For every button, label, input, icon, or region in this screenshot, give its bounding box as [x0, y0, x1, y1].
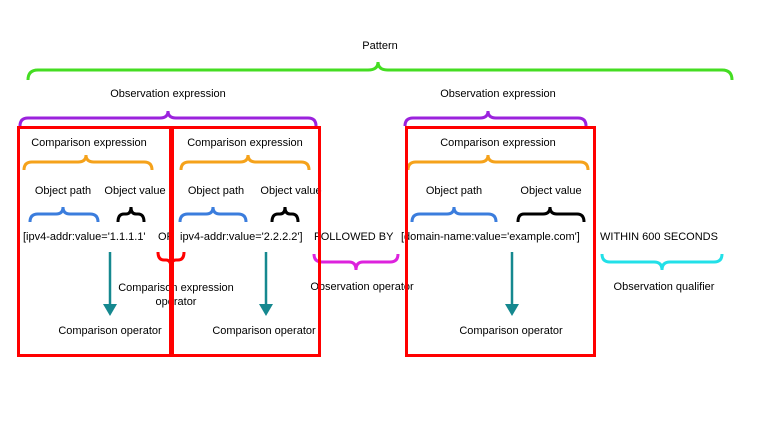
object-value-label-2: Object value	[260, 185, 322, 197]
comparison-operator-label-1: Comparison operator	[58, 325, 162, 337]
object-value-brace-3	[516, 206, 586, 223]
observation-operator-label: Observation operator	[310, 281, 414, 293]
comparison-frame-1	[17, 126, 174, 357]
object-value-label-3: Object value	[520, 185, 582, 197]
object-path-label-2: Object path	[187, 185, 245, 197]
object-path-brace-1	[28, 206, 100, 223]
object-path-label-3: Object path	[425, 185, 483, 197]
comparison-expression-brace-1	[22, 154, 154, 171]
comparison-expression-operator-label: Comparison expression operator	[118, 282, 234, 308]
comparison-operator-arrow-2	[259, 252, 273, 316]
object-value-brace-2	[270, 206, 300, 223]
object-path-brace-3	[410, 206, 498, 223]
observation-expression-label-1: Observation expression	[110, 88, 226, 100]
observation-qualifier-brace	[600, 253, 724, 271]
expression-part-3: [domain-name:value='example.com']	[401, 231, 580, 243]
expression-part-2: ipv4-addr:value='2.2.2.2']	[180, 231, 303, 243]
object-path-label-1: Object path	[34, 185, 92, 197]
object-value-label-1: Object value	[104, 185, 166, 197]
comparison-expression-label-1: Comparison expression	[31, 137, 147, 149]
comparison-frame-2	[169, 126, 321, 357]
comparison-operator-arrow-3	[505, 252, 519, 316]
object-path-brace-2	[178, 206, 248, 223]
observation-qualifier-label: Observation qualifier	[613, 281, 715, 293]
followed-by-operator: FOLLOWED BY	[314, 231, 394, 243]
comparison-operator-label-2: Comparison operator	[212, 325, 316, 337]
expression-part-1: [ipv4-addr:value='1.1.1.1'	[23, 231, 146, 243]
pattern-brace	[26, 61, 734, 81]
object-value-brace-1	[116, 206, 146, 223]
observation-expression-brace-1	[18, 110, 318, 127]
comparison-expression-brace-3	[406, 154, 590, 171]
within-qualifier: WITHIN 600 SECONDS	[600, 231, 718, 243]
observation-expression-label-2: Observation expression	[440, 88, 556, 100]
observation-operator-brace	[312, 253, 400, 271]
observation-expression-brace-2	[403, 110, 588, 127]
comparison-expression-label-2: Comparison expression	[187, 137, 303, 149]
comparison-expression-label-3: Comparison expression	[440, 137, 556, 149]
pattern-label: Pattern	[362, 40, 398, 52]
comparison-operator-arrow-1	[103, 252, 117, 316]
comparison-operator-label-3: Comparison operator	[459, 325, 563, 337]
comparison-frame-3	[405, 126, 596, 357]
comparison-expression-brace-2	[179, 154, 311, 171]
